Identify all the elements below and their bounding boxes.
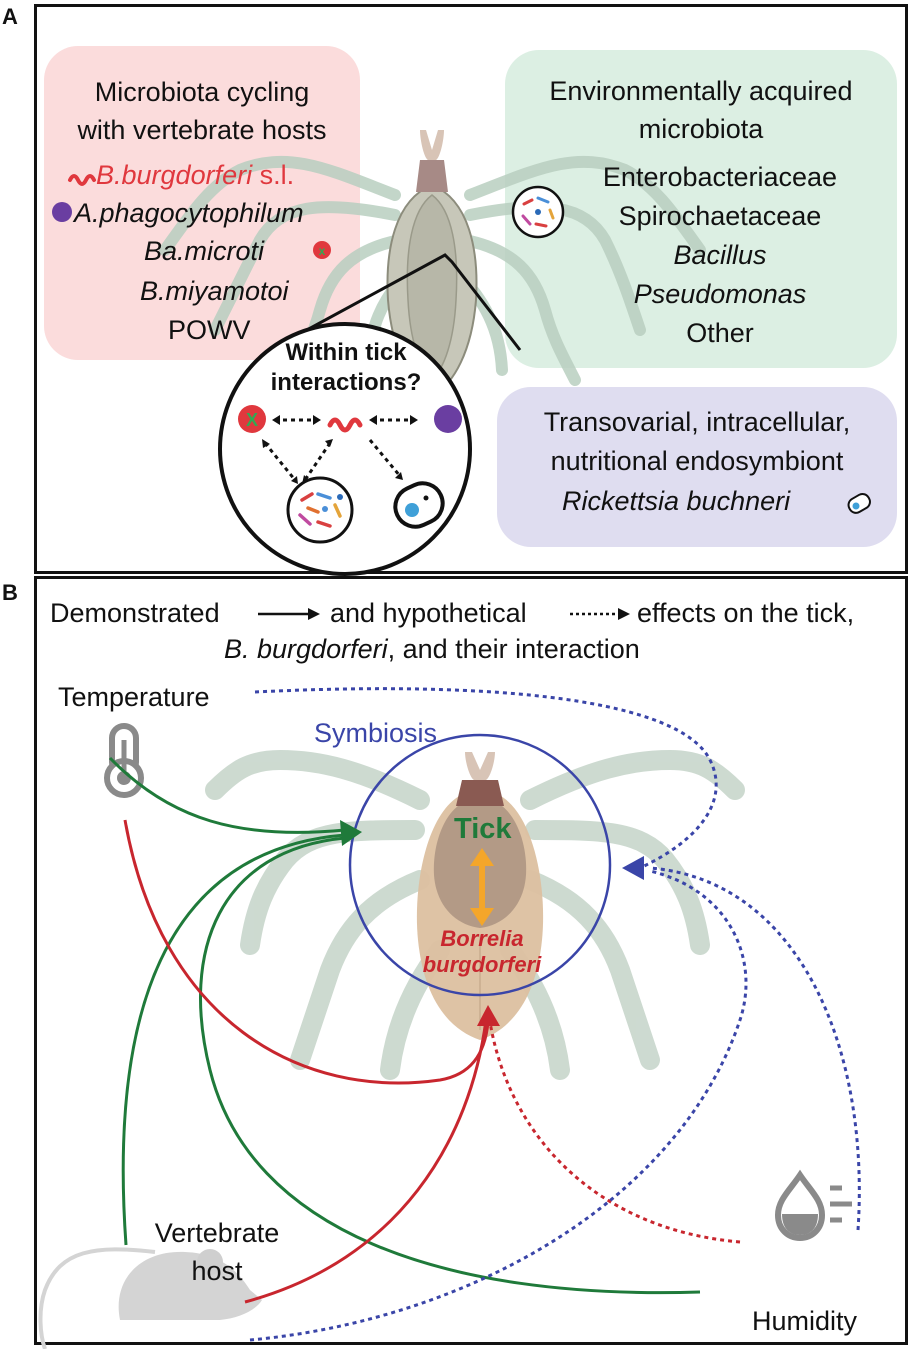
blue-arrows: [249, 687, 861, 1342]
humidity-to-borrelia-arrow: [488, 1021, 741, 1244]
right-box-item-bacillus: Bacillus: [673, 240, 767, 270]
solid-arrow-legend: [258, 608, 320, 620]
right-box-item-other: Other: [686, 318, 754, 348]
humidity-to-tick-arrow: [199, 836, 701, 1295]
panel-a-label: A: [2, 4, 18, 29]
tick-label: Tick: [454, 813, 512, 845]
red-arrows: [123, 819, 490, 1304]
legend-demonstrated: Demonstrated: [50, 598, 220, 628]
legend-hypothetical: and hypothetical: [330, 598, 527, 628]
header-interaction: , and their interaction: [387, 634, 640, 664]
tick-borrelia-interaction-arrow: [470, 848, 494, 926]
rickettsia-icon: [847, 493, 871, 514]
b-burgdorferi-species: B.burgdorferi: [96, 160, 253, 190]
anaplasma-icon: [434, 405, 462, 433]
microbiota-cluster-icon: [286, 476, 354, 544]
vertebrate-host-label-line1: Vertebrate: [154, 1218, 280, 1248]
host-to-tick-arrow: [121, 833, 346, 1246]
b-burgdorferi-suffix: s.l.: [259, 160, 295, 190]
borrelia-label-line1: Borrelia: [440, 926, 524, 951]
spirochete-icon: [327, 417, 363, 433]
temperature-label: Temperature: [58, 682, 210, 712]
right-box-item-enterobacteriaceae: Enterobacteriaceae: [602, 162, 838, 192]
b-burgdorferi-item: B.burgdorferi s.l.: [96, 158, 294, 192]
borrelia-label-line2: burgdorferi: [422, 952, 542, 977]
b-miyamotoi-item: B.miyamotoi: [140, 276, 289, 306]
vertebrate-host-label-line2: host: [191, 1256, 243, 1286]
left-box-icons: x: [52, 174, 331, 259]
rickettsia-buchneri-item: Rickettsia buchneri: [562, 486, 791, 516]
humidity-label: Humidity: [752, 1306, 858, 1336]
endosymbiont-box: [497, 387, 897, 547]
right-box-item-spirochaetaceae: Spirochaetaceae: [618, 201, 822, 231]
svg-text:x: x: [319, 244, 326, 258]
rickettsia-cell-icon: [393, 481, 445, 529]
temperature-to-tick-arrow: [108, 756, 346, 834]
dotted-arrow-legend: [570, 608, 630, 620]
anaplasma-marker-icon: [52, 202, 72, 222]
purple-box-line1: Transovarial, intracellular,: [543, 407, 851, 437]
powv-item: POWV: [168, 315, 251, 345]
environmental-microbiota-icon: [511, 185, 565, 239]
host-to-borrelia-arrow: [244, 1019, 488, 1304]
green-arrows: [108, 756, 701, 1295]
host-to-symbiosis-arrow: [249, 869, 748, 1342]
a-phagocytophilum-item: A.phagocytophilum: [74, 198, 304, 228]
ba-microti-item: Ba.microti: [144, 236, 265, 266]
symbiosis-circle: [348, 733, 612, 997]
circle-title-line2: interactions?: [270, 369, 422, 396]
mouse-icon: [38, 1247, 263, 1349]
right-box-item-pseudomonas: Pseudomonas: [633, 279, 807, 309]
within-tick-interactions-diagram: X: [218, 253, 522, 576]
svg-text:X: X: [246, 410, 258, 430]
right-box-title-line2: microbiota: [638, 114, 764, 144]
symbiosis-label: Symbiosis: [314, 718, 438, 748]
temperature-to-borrelia-arrow: [123, 819, 490, 1085]
right-box-title-line1: Environmentally acquired: [549, 76, 853, 106]
babesia-marker-icon: [313, 241, 331, 259]
humidity-icon: [774, 1169, 852, 1242]
babesia-icon: [238, 405, 266, 433]
legend-effects: effects on the tick,: [637, 598, 855, 628]
humidity-to-symbiosis-arrow: [649, 866, 861, 1231]
purple-box-line2: nutritional endosymbiont: [550, 446, 844, 476]
circle-title-line1: Within tick: [285, 339, 407, 366]
header-line2: B. burgdorferi, and their interaction: [224, 632, 640, 666]
left-box-title-line2: with vertebrate hosts: [77, 115, 327, 145]
borrelia-icon: [68, 174, 96, 186]
left-box-title-line1: Microbiota cycling: [94, 77, 310, 107]
panel-b-label: B: [2, 580, 18, 605]
header-b-burgdorferi: B. burgdorferi: [224, 634, 388, 664]
